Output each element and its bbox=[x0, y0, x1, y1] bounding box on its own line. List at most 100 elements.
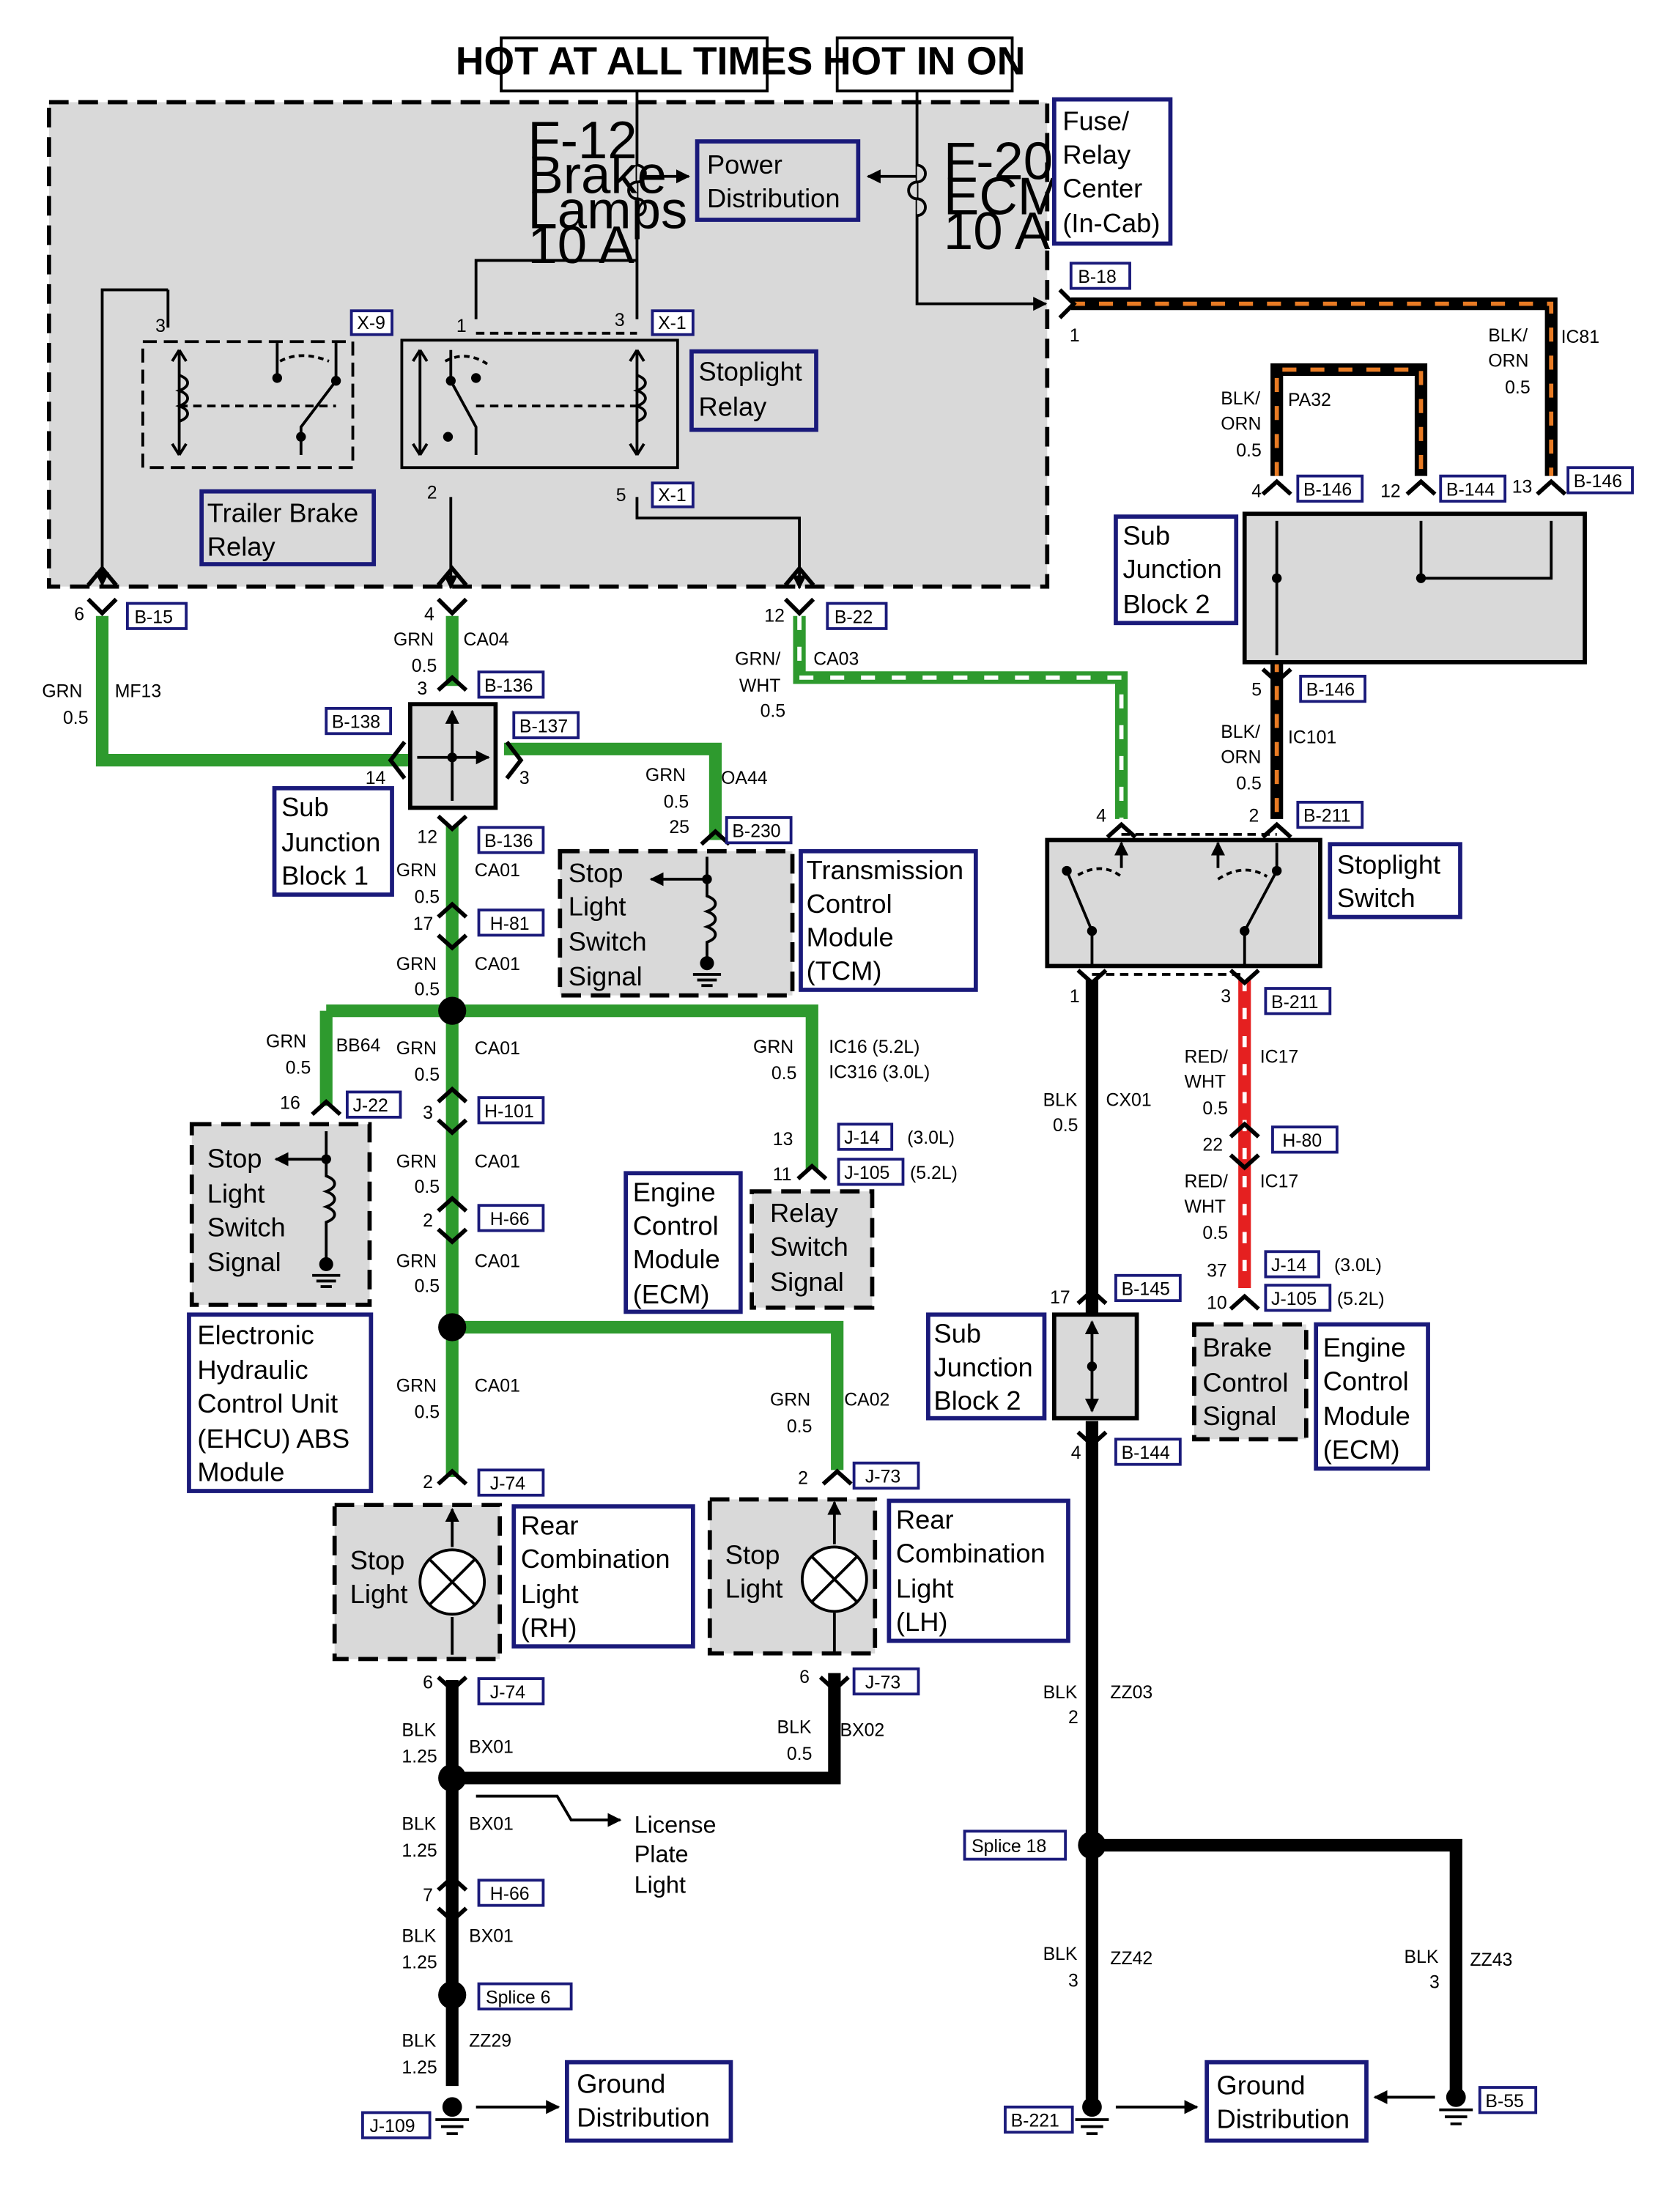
sub-junction-block-1-label: Sub Junction Block 1 bbox=[272, 785, 394, 897]
svg-text:IC17: IC17 bbox=[1260, 1047, 1298, 1067]
svg-text:B-136: B-136 bbox=[484, 676, 533, 696]
svg-text:0.5: 0.5 bbox=[1053, 1116, 1078, 1136]
svg-text:Signal: Signal bbox=[569, 961, 643, 991]
svg-text:Junction: Junction bbox=[934, 1352, 1033, 1382]
tag-b18: B-18 bbox=[1069, 262, 1131, 290]
svg-text:GRN: GRN bbox=[396, 955, 437, 974]
connector-symbols bbox=[86, 288, 1567, 1924]
svg-text:GRN: GRN bbox=[396, 1152, 437, 1172]
svg-text:PA32: PA32 bbox=[1288, 391, 1331, 410]
svg-text:2: 2 bbox=[427, 483, 437, 503]
svg-text:Sub: Sub bbox=[934, 1318, 982, 1348]
svg-text:3: 3 bbox=[1068, 1971, 1078, 1991]
svg-text:WHT: WHT bbox=[1185, 1073, 1226, 1092]
svg-text:B-137: B-137 bbox=[519, 717, 568, 736]
svg-text:22: 22 bbox=[1202, 1136, 1223, 1155]
svg-text:ORN: ORN bbox=[1488, 352, 1528, 371]
tag-j74-bottom: J-74 bbox=[477, 1677, 545, 1706]
svg-text:Control: Control bbox=[807, 889, 892, 919]
svg-text:ZZ29: ZZ29 bbox=[469, 2032, 511, 2051]
tag-b138: B-138 bbox=[325, 706, 393, 736]
hot-in-on-header: HOT IN ON bbox=[823, 36, 1025, 93]
sub-junction-block-2-bottom bbox=[1051, 1312, 1139, 1421]
svg-text:BLK: BLK bbox=[1043, 1944, 1078, 1964]
svg-text:H-66: H-66 bbox=[490, 1884, 530, 1904]
svg-text:Distribution: Distribution bbox=[577, 2103, 710, 2133]
grn-wht-stripe bbox=[797, 615, 1124, 819]
green-wires bbox=[95, 615, 1128, 1477]
svg-text:RED/: RED/ bbox=[1185, 1172, 1228, 1191]
wire-labels: BLK/ ORN 0.5 IC81 BLK/ ORN 0.5 PA32 BLK/… bbox=[42, 326, 1599, 2078]
svg-text:Relay: Relay bbox=[770, 1198, 839, 1228]
tag-j105-left: J-105 bbox=[837, 1158, 905, 1186]
svg-text:10: 10 bbox=[1207, 1294, 1227, 1314]
tag-b211-bottom: B-211 bbox=[1264, 987, 1332, 1015]
svg-text:0.5: 0.5 bbox=[664, 793, 689, 813]
fuse-f20-label: F-20 ECM 10 A bbox=[944, 132, 1062, 262]
svg-text:13: 13 bbox=[1512, 478, 1533, 497]
svg-text:(RH): (RH) bbox=[521, 1613, 577, 1643]
svg-text:Light: Light bbox=[207, 1178, 265, 1208]
fuse-f12-label: F-12 Brake Lamps 10 A bbox=[528, 111, 687, 275]
svg-text:IC101: IC101 bbox=[1288, 728, 1336, 748]
svg-text:2: 2 bbox=[1248, 807, 1259, 826]
tag-b145: B-145 bbox=[1114, 1273, 1182, 1303]
connector-tags: X-9 X-1 X-1 B-18 B-15 B-22 B-136 B-138 B… bbox=[125, 262, 1634, 2139]
svg-text:14: 14 bbox=[366, 769, 386, 788]
rear-combination-light-rh-label: Rear Combination Light (RH) bbox=[511, 1504, 695, 1648]
svg-text:GRN: GRN bbox=[42, 682, 82, 702]
ground-distribution-right: Ground Distribution bbox=[1205, 2060, 1369, 2143]
tag-h66-top: H-66 bbox=[477, 1204, 545, 1232]
svg-text:BLK: BLK bbox=[402, 1814, 436, 1834]
tag-b230: B-230 bbox=[725, 816, 793, 845]
svg-text:2: 2 bbox=[1068, 1708, 1078, 1728]
tag-x9: X-9 bbox=[349, 309, 393, 336]
sub-junction-block-1 bbox=[408, 704, 496, 810]
orange-stripes bbox=[1070, 301, 1554, 819]
tag-splice18: Splice 18 bbox=[963, 1829, 1067, 1861]
svg-text:CA01: CA01 bbox=[475, 861, 520, 881]
svg-text:WHT: WHT bbox=[1185, 1197, 1226, 1217]
ecm-label-left: Engine Control Module (ECM) bbox=[623, 1171, 743, 1314]
svg-text:GRN: GRN bbox=[396, 1039, 437, 1059]
svg-text:2: 2 bbox=[423, 1473, 433, 1492]
hot-at-all-times-header: HOT AT ALL TIMES bbox=[456, 36, 813, 93]
svg-text:J-105: J-105 bbox=[844, 1163, 889, 1183]
svg-text:Switch: Switch bbox=[770, 1232, 848, 1262]
tag-b144-top: B-144 bbox=[1439, 474, 1507, 503]
svg-text:GRN: GRN bbox=[645, 766, 686, 785]
svg-text:ORN: ORN bbox=[1221, 747, 1261, 767]
tag-j109: J-109 bbox=[360, 2111, 432, 2139]
stoplight-relay-label: Stoplight Relay bbox=[689, 349, 818, 432]
svg-text:BLK: BLK bbox=[777, 1718, 812, 1738]
svg-text:0.5: 0.5 bbox=[412, 656, 437, 676]
svg-text:Plate: Plate bbox=[634, 1840, 689, 1867]
svg-text:Junction: Junction bbox=[1122, 554, 1221, 584]
tag-j105-right: J-105 bbox=[1264, 1284, 1332, 1312]
ground-center-icon bbox=[1075, 2097, 1199, 2136]
svg-text:ECM: ECM bbox=[944, 166, 1062, 226]
svg-text:0.5: 0.5 bbox=[771, 1064, 797, 1084]
svg-text:ZZ03: ZZ03 bbox=[1110, 1683, 1152, 1703]
ground-left-icon bbox=[435, 2097, 560, 2136]
tag-b136-top: B-136 bbox=[477, 670, 545, 699]
svg-text:Combination: Combination bbox=[896, 1538, 1046, 1568]
tag-b146-1: B-146 bbox=[1296, 474, 1364, 503]
svg-text:Junction: Junction bbox=[281, 827, 380, 857]
rear-combination-light-lh-label: Rear Combination Light (LH) bbox=[887, 1498, 1070, 1643]
svg-text:B-211: B-211 bbox=[1271, 993, 1318, 1013]
svg-text:WHT: WHT bbox=[739, 676, 781, 696]
svg-text:Center: Center bbox=[1062, 173, 1142, 203]
tag-h66-bottom: H-66 bbox=[477, 1879, 545, 1907]
svg-text:CA02: CA02 bbox=[844, 1390, 889, 1410]
svg-text:(5.2L): (5.2L) bbox=[910, 1163, 958, 1183]
ehcu-label: Electronic Hydraulic Control Unit (EHCU)… bbox=[187, 1312, 374, 1493]
stoplight-relay bbox=[400, 331, 679, 470]
svg-text:Rear: Rear bbox=[521, 1510, 579, 1540]
svg-text:17: 17 bbox=[413, 914, 434, 934]
svg-text:B-15: B-15 bbox=[134, 607, 172, 627]
svg-text:2: 2 bbox=[798, 1468, 808, 1488]
svg-text:Switch: Switch bbox=[207, 1212, 286, 1242]
relay-switch-signal: Relay Switch Signal bbox=[750, 1189, 875, 1310]
svg-text:Relay: Relay bbox=[699, 392, 768, 422]
